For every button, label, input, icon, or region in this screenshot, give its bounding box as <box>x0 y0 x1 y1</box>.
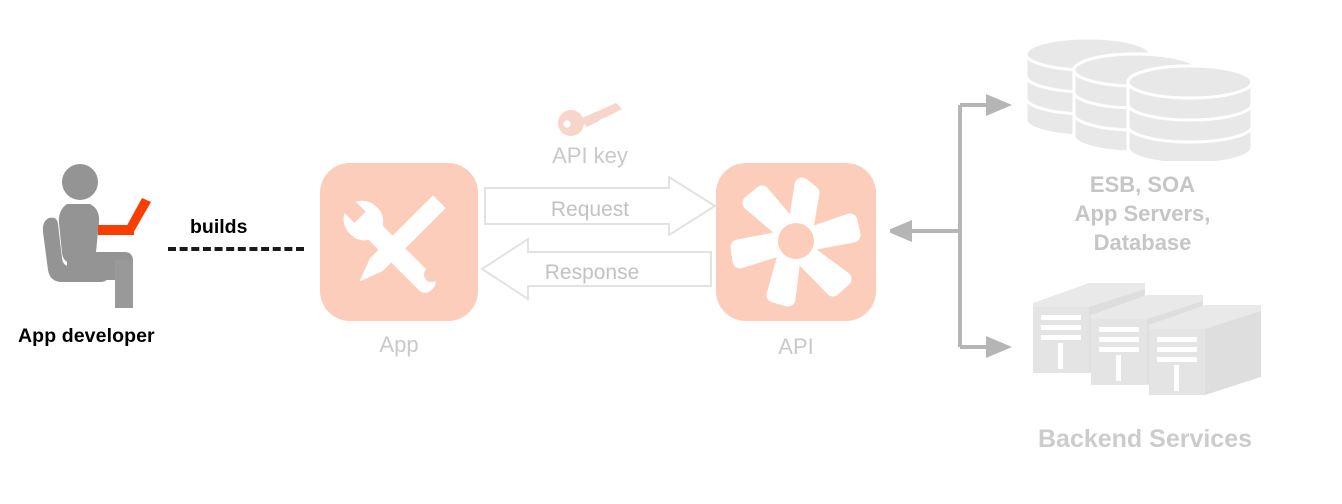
backend-connector-lines <box>886 85 1020 365</box>
key-bow-hole <box>563 120 571 128</box>
builds-dashed-line <box>168 247 304 251</box>
key-tooth-2 <box>608 114 617 121</box>
wrench-and-pencil-icon <box>343 195 446 293</box>
db-cylinder-3-ring-2 <box>1126 125 1254 144</box>
app-developer-label: App developer <box>18 325 155 347</box>
api-node-label: API <box>778 334 814 359</box>
wrench-body <box>343 200 436 293</box>
stacked-database-cylinders-icon <box>1018 36 1263 166</box>
db-cylinder-3-ring-1 <box>1126 103 1254 122</box>
builds-label: builds <box>190 216 248 238</box>
developer-torso <box>58 204 100 263</box>
app-node-label: App <box>379 332 419 357</box>
api-node-box[interactable] <box>716 163 876 321</box>
api-key-label: API key <box>552 143 628 168</box>
developer-head <box>62 164 98 200</box>
wrench-handle-hole <box>424 267 440 283</box>
key-tooth-1 <box>599 118 608 125</box>
database-label-line-2: App Servers, <box>1074 201 1211 226</box>
api-starburst-icon <box>730 177 861 307</box>
request-arrow <box>484 175 717 237</box>
db-cylinder-3-top <box>1126 64 1254 100</box>
pencil-tip-band <box>424 195 446 217</box>
arrowhead-api <box>886 220 912 242</box>
app-node-box[interactable] <box>320 163 478 321</box>
laptop-hinge <box>125 225 134 235</box>
response-label: Response <box>544 261 640 284</box>
key-icon <box>556 98 626 140</box>
key-bow <box>558 110 584 136</box>
chair-back <box>42 217 109 282</box>
response-arrow <box>480 236 712 302</box>
arrowhead-database <box>986 94 1012 116</box>
request-label: Request <box>550 198 630 221</box>
starburst-center-hole <box>778 223 814 259</box>
database-label: ESB, SOA App Servers, Database <box>1020 170 1265 257</box>
key-shaft <box>580 103 622 127</box>
backend-services-label: Backend Services <box>1037 425 1253 453</box>
database-label-line-3: Database <box>1093 230 1192 255</box>
database-label-line-1: ESB, SOA <box>1089 172 1196 197</box>
developer-lower-leg <box>115 260 133 308</box>
response-arrow-shape <box>480 237 712 301</box>
pencil-point <box>359 258 383 282</box>
app-developer-icon <box>40 160 180 310</box>
arrowhead-servers <box>986 336 1012 358</box>
server-tower-3 <box>1149 305 1261 395</box>
request-arrow-shape <box>484 175 717 237</box>
server-towers-icon <box>1027 281 1262 396</box>
